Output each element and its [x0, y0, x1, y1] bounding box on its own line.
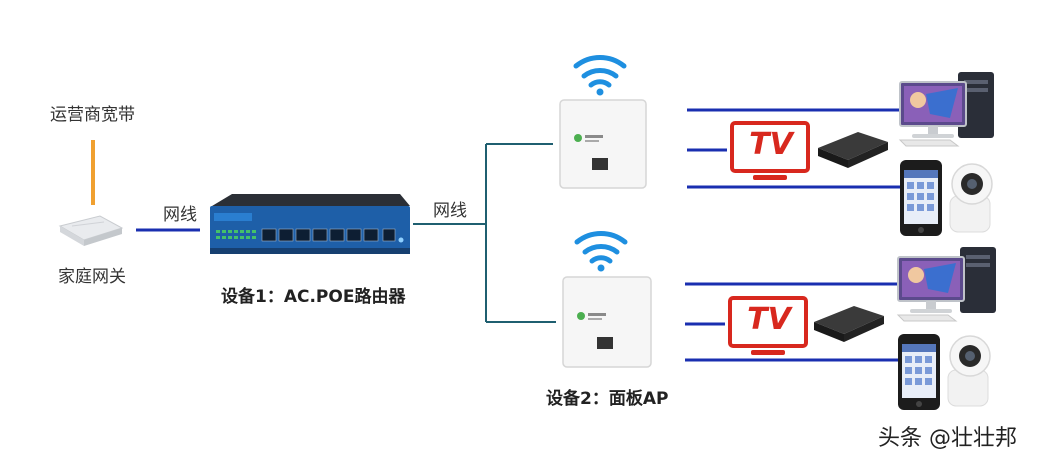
panel-ap-2: [562, 276, 652, 368]
tv-icon-2: [728, 296, 808, 355]
smartphone-2: [898, 334, 940, 410]
desktop-pc-1: [898, 72, 994, 147]
wifi-icon-2: [574, 231, 628, 272]
home-gateway-label: 家庭网关: [58, 267, 126, 287]
settop-box-1: [818, 132, 888, 168]
device1-label: 设备1：AC.POE路由器: [221, 287, 406, 307]
ip-camera-1: [949, 163, 993, 233]
settop-box-2: [814, 306, 884, 342]
tv-label-1: TV: [749, 127, 793, 162]
smartphone-1: [900, 160, 942, 236]
watermark: 头条 @壮壮邦: [878, 426, 1017, 451]
home-gateway-device: [58, 215, 124, 246]
router-ap-links: [413, 143, 556, 323]
client-lines-2: [685, 282, 898, 362]
tv-icon-1: [730, 121, 810, 180]
panel-ap-1: [559, 99, 647, 189]
tv-label-2: TV: [747, 302, 791, 337]
client-lines-1: [687, 108, 900, 189]
device2-label: 设备2：面板AP: [546, 389, 669, 409]
ip-camera-2: [947, 335, 991, 407]
wifi-icon-1: [573, 55, 627, 96]
desktop-pc-2: [896, 247, 996, 322]
cable-label-right: 网线: [433, 201, 467, 221]
router-device: [210, 194, 410, 254]
isp-label: 运营商宽带: [50, 105, 135, 125]
cable-label-left: 网线: [163, 205, 197, 225]
